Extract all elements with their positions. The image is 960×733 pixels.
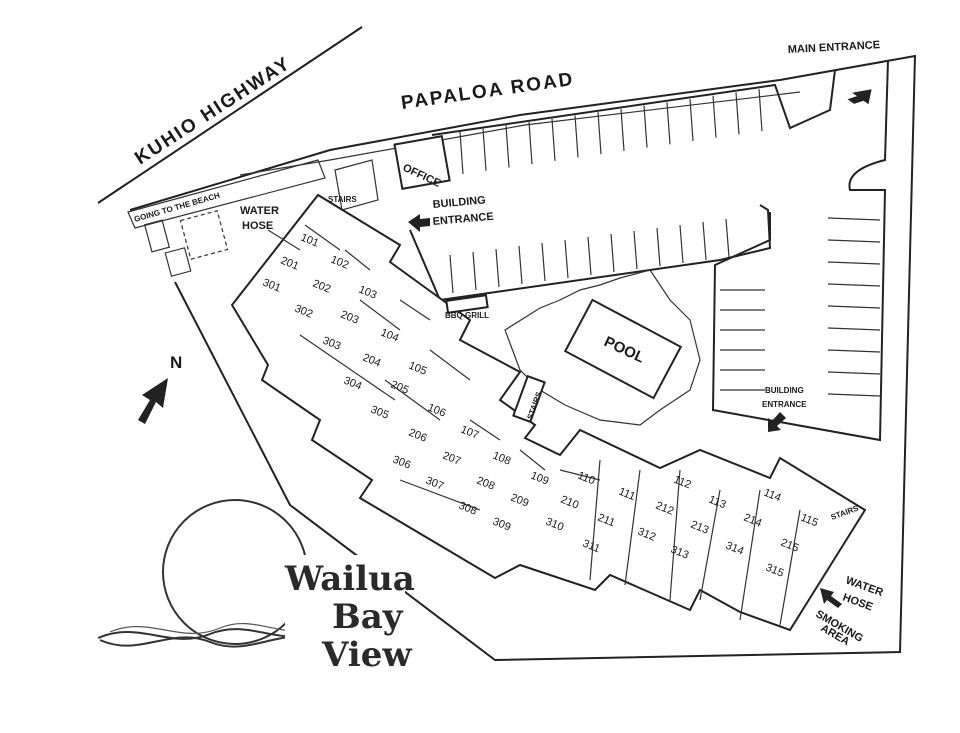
unit-divider — [699, 489, 721, 601]
kuhio-highway-line — [97, 26, 363, 204]
parking-stall-line — [551, 118, 556, 161]
main-parking-lot — [431, 69, 836, 136]
beach-walkway — [127, 159, 326, 229]
unit-divider — [469, 419, 501, 441]
parking-stall-line — [482, 128, 487, 171]
unit-divider — [344, 249, 371, 271]
arrow-main-entrance-icon — [847, 89, 872, 105]
parking-stall-line — [827, 261, 881, 265]
parking-stalls-bottom — [449, 218, 730, 294]
arrow-building-entrance-1-icon — [408, 214, 430, 232]
unit-divider — [669, 469, 681, 601]
parking-stall-line — [758, 89, 763, 132]
parking-stall-line — [564, 239, 569, 279]
parking-stall-line — [472, 251, 477, 291]
unit-divider — [559, 469, 601, 481]
parking-stall-line — [725, 218, 730, 258]
parking-stalls-east — [720, 217, 881, 397]
unit-divider — [779, 509, 801, 626]
unit-divider — [299, 334, 396, 401]
parking-stall-line — [827, 239, 881, 243]
unit-divider — [399, 479, 481, 511]
main-parking-lot-bottom — [409, 204, 772, 302]
main-entrance-label: MAIN ENTRANCE — [788, 39, 881, 56]
parking-stall-line — [505, 125, 510, 168]
parking-stall-line — [587, 236, 592, 276]
parking-stall-line — [827, 283, 881, 287]
stairs-west-icon — [334, 159, 379, 211]
building-entrance-2-label-2: ENTRANCE — [762, 400, 807, 409]
bbq-grill-label: BBQ GRILL — [445, 311, 489, 320]
building-entrance-1-label: BUILDING — [432, 194, 486, 211]
parking-stall-line — [449, 254, 454, 294]
north-arrow-icon — [138, 378, 168, 424]
north-label: N — [170, 353, 184, 372]
property-boundary — [174, 54, 916, 662]
parking-stall-line — [827, 349, 881, 353]
storage-room-2 — [164, 247, 192, 277]
building-entrance-1-label-2: ENTRANCE — [432, 211, 494, 228]
stairs-west-label: STAIRS — [328, 195, 357, 204]
parking-stall-line — [610, 233, 615, 273]
parking-stall-line — [597, 112, 602, 155]
parking-stall-line — [827, 371, 881, 375]
unit-divider — [519, 449, 546, 471]
unit-divider — [739, 489, 761, 621]
papaloa-road-edge — [129, 55, 916, 211]
water-hose-1-label-2: HOSE — [242, 220, 273, 232]
building-west-wing — [230, 193, 867, 632]
parking-stall-line — [827, 327, 881, 331]
pool-deck-outline — [504, 269, 701, 426]
parking-stall-line — [827, 393, 881, 397]
logo-line-1: Wailua — [284, 559, 415, 599]
parking-stall-line — [827, 305, 881, 309]
storage-room-3 — [179, 210, 229, 260]
unit-divider — [304, 224, 341, 251]
logo-line-3: View — [321, 635, 412, 675]
parking-stall-line — [689, 98, 694, 142]
kuhio-highway-label: KUHIO HIGHWAY — [131, 53, 295, 169]
unit-divider — [589, 459, 601, 581]
parking-stall-line — [541, 242, 546, 282]
logo-line-2: Bay — [332, 597, 404, 637]
unit-label-111: 111 — [617, 486, 637, 503]
parking-stall-line — [643, 105, 648, 148]
parking-stalls-top — [459, 89, 763, 175]
pool — [563, 298, 683, 400]
unit-divider — [267, 229, 301, 251]
parking-stall-line — [574, 115, 579, 158]
storage-room-1 — [143, 219, 171, 253]
parking-stall-line — [633, 230, 638, 270]
parking-stall-line — [702, 221, 707, 261]
parking-stall-line — [518, 245, 523, 285]
parking-stall-line — [620, 108, 625, 151]
bbq-grill — [445, 294, 489, 314]
east-driveway-edge — [711, 59, 889, 442]
arrow-water-hose-icon — [820, 588, 842, 608]
office-building — [393, 135, 451, 190]
parking-stall-line — [495, 248, 500, 288]
unit-divider — [429, 349, 471, 381]
papaloa-road-label: PAPALOA ROAD — [400, 69, 576, 114]
arrow-building-entrance-2-icon — [768, 412, 786, 432]
unit-divider — [624, 469, 641, 586]
parking-stall-line — [679, 224, 684, 264]
unit-divider — [399, 299, 431, 321]
unit-divider — [384, 379, 441, 421]
logo-mask — [285, 555, 405, 675]
stairs-center — [512, 374, 546, 424]
parking-stall-line — [656, 227, 661, 267]
wailua-bay-view-logo: Wailua Bay View — [97, 499, 415, 675]
parking-stall-line — [666, 102, 671, 145]
unit-dividers — [267, 224, 801, 626]
parking-stall-line — [459, 131, 464, 175]
water-hose-1-label: WATER — [240, 205, 279, 217]
parking-stall-line — [735, 92, 740, 135]
parking-stall-line — [712, 95, 717, 138]
parking-stall-line — [528, 122, 533, 165]
unit-divider — [359, 299, 401, 331]
building-entrance-2-label: BUILDING — [765, 386, 804, 395]
parking-stall-line — [827, 217, 881, 221]
